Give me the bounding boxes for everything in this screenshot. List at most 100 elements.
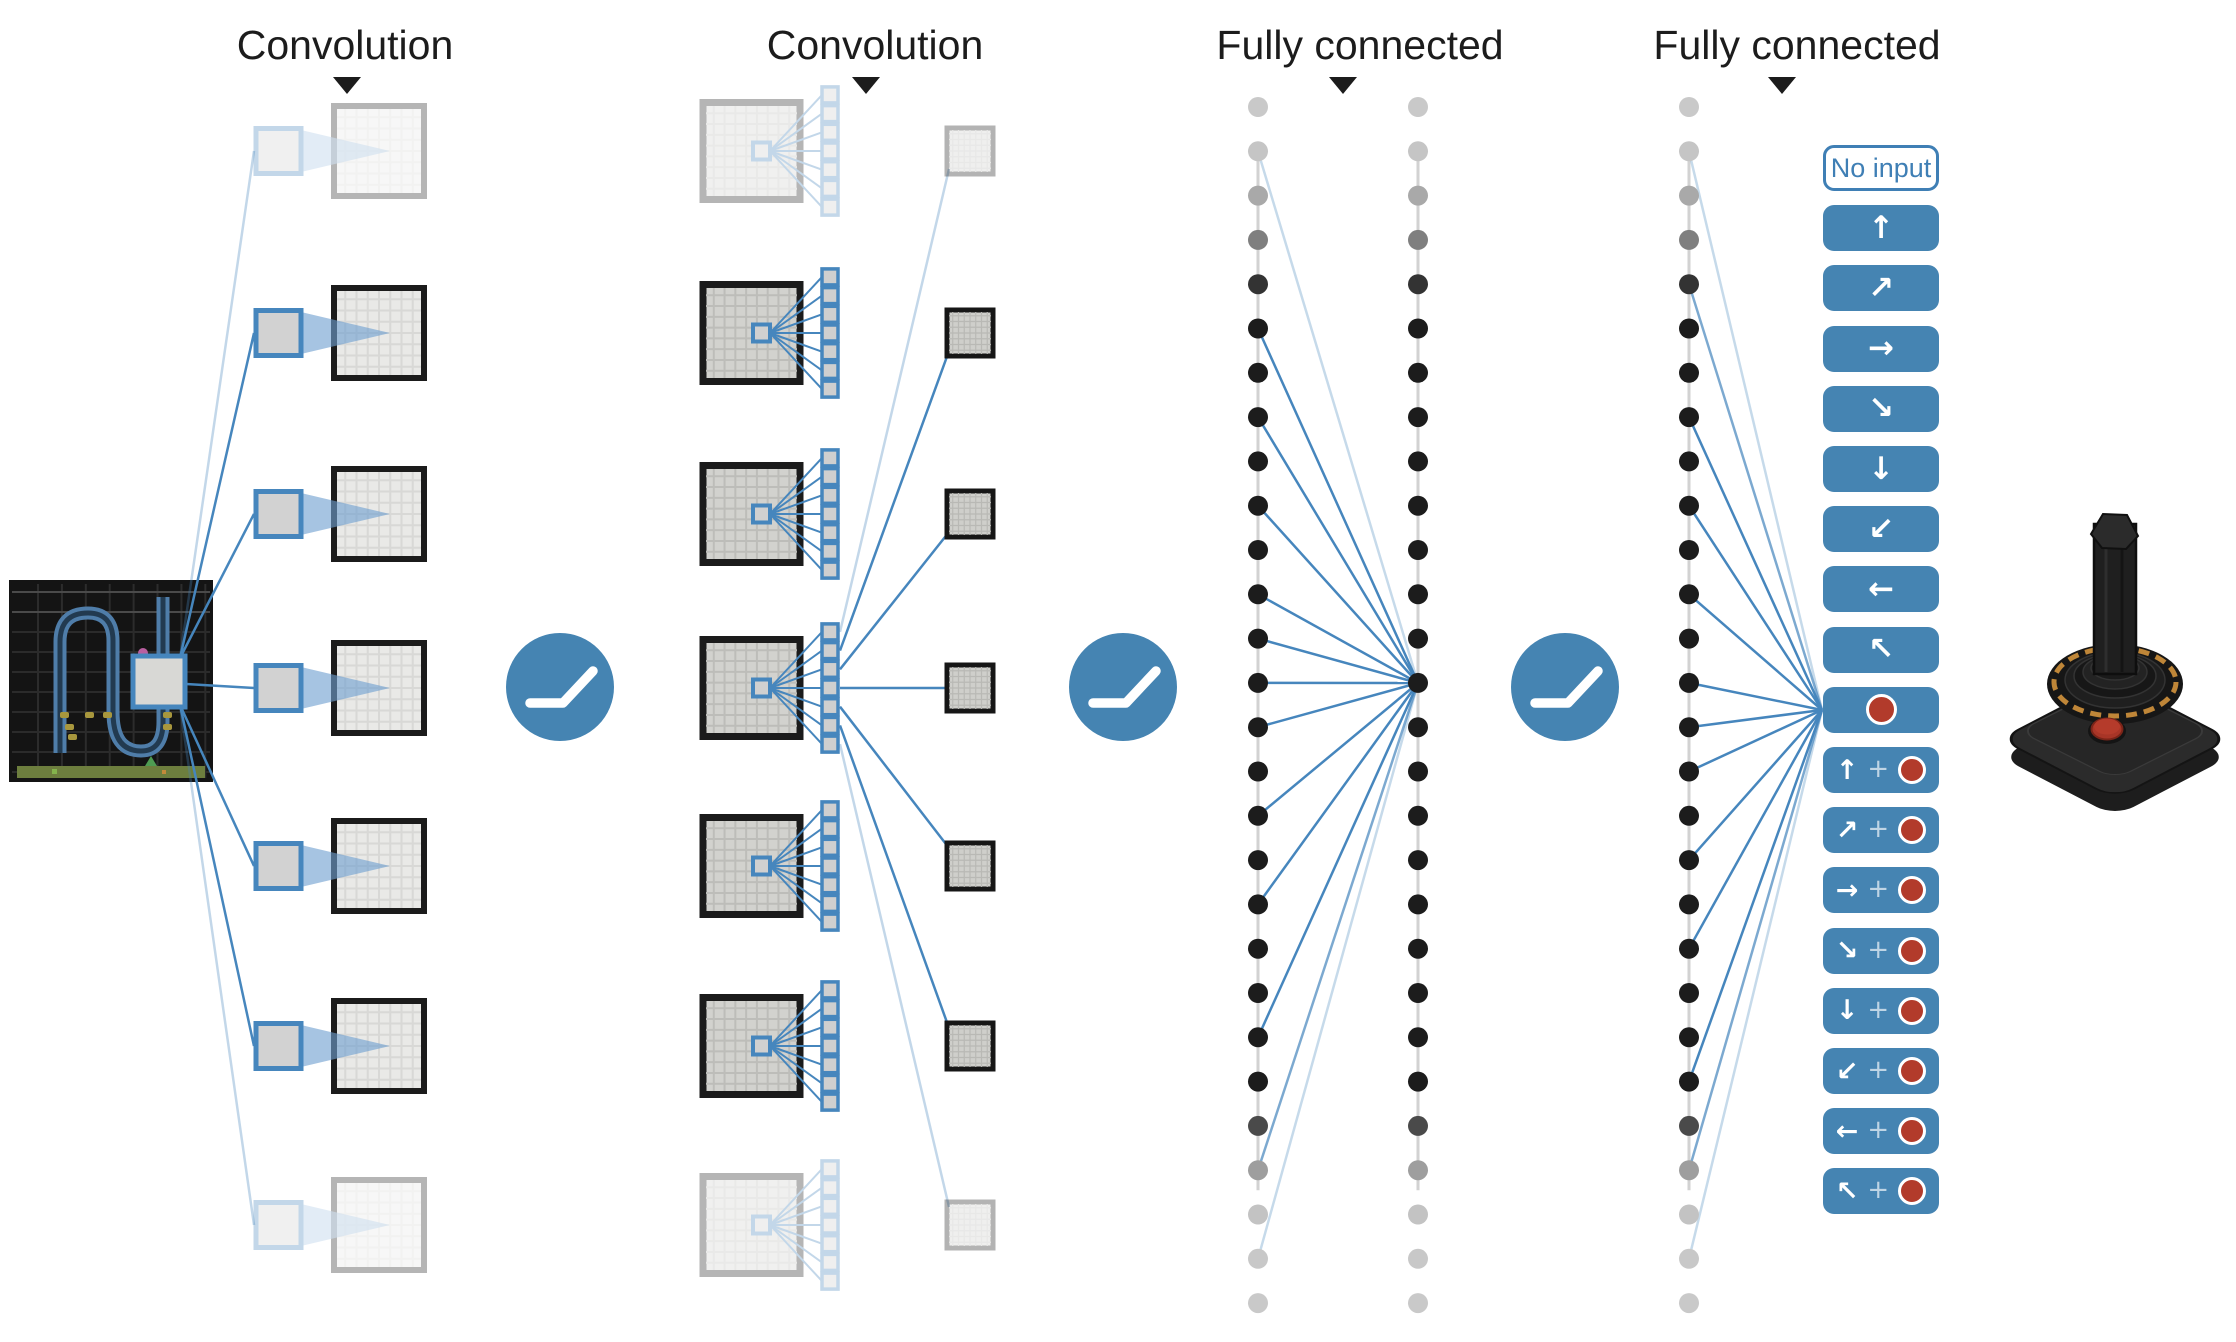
channel-patch-square (820, 1036, 840, 1056)
neuron-dot (1248, 1027, 1268, 1048)
conv2-filter-window (751, 322, 772, 344)
fc-connection-line (1257, 504, 1419, 684)
game-sprite (163, 724, 172, 730)
action-button-down-fire[interactable]: ↓+ (1823, 987, 1939, 1034)
cross-channel-line (839, 531, 950, 671)
fan-connection-line (769, 1026, 823, 1047)
action-button-right-fire[interactable]: →+ (1823, 867, 1939, 914)
action-button-no-input[interactable]: No input (1823, 145, 1939, 191)
action-button-down[interactable]: ↓ (1823, 446, 1939, 492)
action-button-left-fire[interactable]: ←+ (1823, 1108, 1939, 1155)
neuron-dot (1408, 185, 1428, 206)
action-button-up-left-fire[interactable]: ↖+ (1823, 1168, 1939, 1215)
atari-joystick-icon (2009, 512, 2221, 811)
action-button-fire[interactable] (1823, 686, 1939, 733)
neuron-dot (1248, 141, 1268, 162)
neuron-dot (1679, 1248, 1699, 1269)
cross-channel-line (838, 350, 951, 652)
fan-connection-line (769, 513, 823, 571)
action-button-up-right-fire[interactable]: ↗+ (1823, 807, 1939, 854)
fire-button-icon (1898, 1117, 1927, 1146)
channel-patch-square (820, 640, 840, 661)
fan-connection-line (769, 1045, 823, 1066)
layer-label-convolution-2: Convolution (766, 22, 984, 68)
conv-beam (301, 667, 390, 709)
fan-connection-line (769, 865, 823, 923)
neuron-dot (1679, 495, 1699, 516)
channel-patch-square (820, 197, 840, 217)
fan-connection-line (769, 94, 823, 152)
neuron-dot (1679, 584, 1699, 605)
fc-connection-line (1688, 708, 1823, 729)
conv2-output-map (944, 840, 996, 892)
fan-connection-line (769, 827, 823, 867)
game-sprite (65, 724, 74, 730)
neuron-dot (1679, 97, 1699, 117)
action-button-down-right-fire[interactable]: ↘+ (1823, 927, 1939, 974)
conv-beam (301, 130, 390, 172)
neuron-dot (1248, 894, 1268, 915)
fan-connection-line (769, 294, 823, 334)
fan-connection-line (769, 150, 823, 190)
fan-connection-line (769, 332, 823, 372)
neuron-dot (1408, 672, 1428, 693)
neuron-dot (1679, 362, 1699, 383)
neuron-dot (1679, 141, 1699, 162)
fire-button-icon (1898, 996, 1927, 1025)
channel-patch-square (820, 85, 840, 105)
plus-sign: + (1867, 1055, 1890, 1085)
conv2-output-map (944, 307, 996, 359)
neuron-dot (1248, 1293, 1268, 1314)
fan-connection-line (769, 513, 823, 553)
neuron-dot (1679, 1115, 1699, 1136)
plus-sign: + (1867, 994, 1890, 1025)
fc-connection-line (1687, 709, 1824, 1260)
action-button-down-right[interactable]: ↘ (1823, 385, 1939, 432)
neuron-dot (1679, 1160, 1699, 1181)
layer-label-fully-connected-1: Fully connected (1216, 22, 1504, 68)
filter-patch-square (253, 126, 304, 176)
action-button-right[interactable]: → (1823, 325, 1939, 372)
action-button-up-fire[interactable]: ↑+ (1823, 747, 1939, 793)
conv2-feature-row (699, 85, 840, 217)
receptive-field-patch (130, 653, 188, 710)
neuron-dot (1408, 407, 1428, 428)
patch-connection-line (178, 513, 256, 659)
neuron-dot (1408, 362, 1428, 383)
channel-patch-square (820, 1196, 840, 1217)
neuron-dot (1248, 850, 1268, 871)
neuron-dot (1679, 540, 1699, 560)
action-button-down-left-fire[interactable]: ↙+ (1823, 1048, 1939, 1094)
action-button-down-left[interactable]: ↙ (1823, 506, 1939, 553)
fan-connection-line (769, 1205, 823, 1226)
game-sprite (103, 712, 112, 718)
fan-connection-line (769, 112, 823, 152)
neuron-dot (1408, 584, 1428, 605)
direction-arrow: ↑ (1835, 754, 1859, 786)
channel-patch-square (820, 1073, 840, 1094)
action-button-up-right[interactable]: ↗ (1823, 265, 1939, 312)
action-button-up-left[interactable]: ↖ (1823, 626, 1939, 673)
no-input-label: No input (1830, 152, 1932, 183)
action-button-left[interactable]: ← (1823, 566, 1939, 613)
neuron-dot (1248, 185, 1268, 206)
neuron-dot (1408, 141, 1428, 162)
channel-patch-square (820, 178, 840, 199)
conv2-map-grid (699, 1173, 804, 1277)
channel-patch-square (820, 504, 840, 524)
fc-connection-line (1687, 709, 1824, 1171)
conv1-feature-row (253, 818, 427, 914)
conv2-filter-window (751, 503, 772, 525)
channel-patch-square (820, 560, 840, 580)
direction-arrow: ↙ (1835, 1055, 1859, 1087)
direction-arrow: ↖ (1868, 631, 1894, 668)
action-button-up[interactable]: ↑ (1823, 205, 1939, 252)
fc-connection-line (1256, 682, 1420, 906)
direction-arrow: ↘ (1868, 390, 1894, 427)
conv2-output-map (944, 125, 996, 177)
neuron-dot (1248, 1071, 1268, 1092)
channel-patch-square (820, 678, 840, 698)
channel-patch-square (820, 379, 840, 399)
fc-connection-line (1688, 708, 1823, 773)
channel-patch-square (820, 1092, 840, 1112)
